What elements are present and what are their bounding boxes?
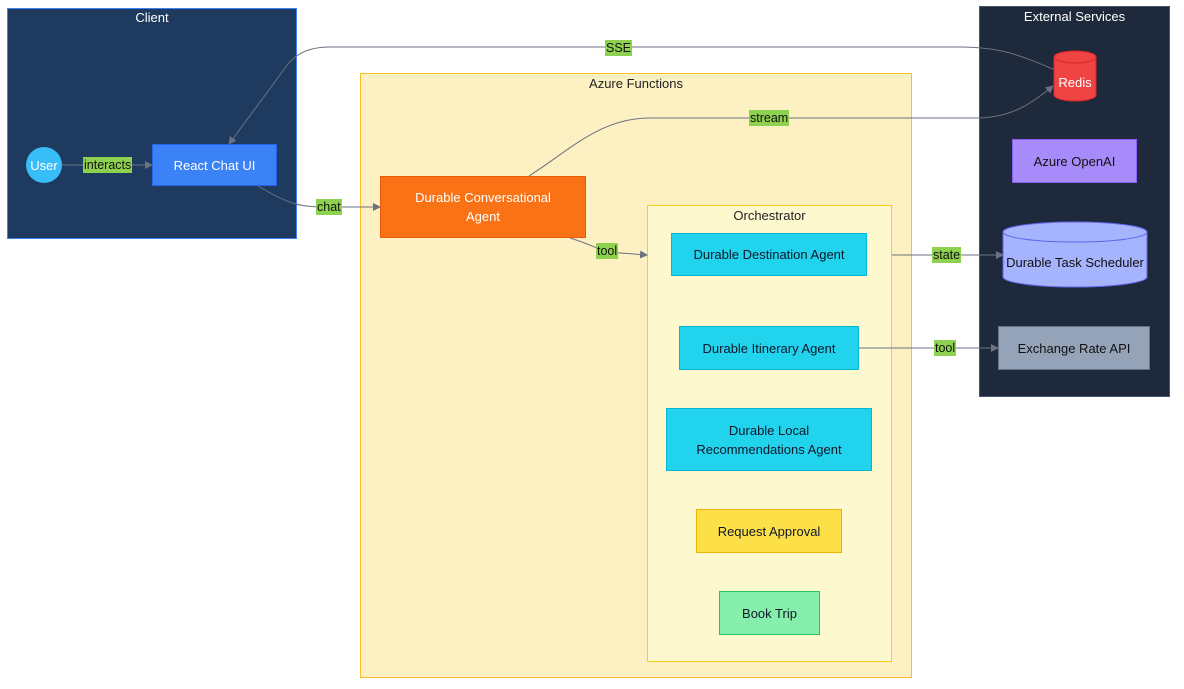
client-cluster-title: Client: [135, 10, 169, 25]
durable-conversational-agent-node: Durable Conversational Agent: [380, 176, 586, 238]
durable-task-scheduler-node: Durable Task Scheduler: [1002, 236, 1148, 288]
edge-label-tool-exchange: tool: [934, 340, 957, 356]
durable-local-recommendations-agent-label: Durable Local Recommendations Agent: [696, 422, 842, 457]
durable-itinerary-agent-node: Durable Itinerary Agent: [679, 326, 859, 370]
azure-openai-label: Azure OpenAI: [1033, 153, 1116, 169]
edge-label-state: state: [932, 247, 962, 263]
edge-label-chat: chat: [316, 199, 342, 215]
book-trip-node: Book Trip: [719, 591, 820, 635]
user-node: User: [26, 147, 62, 183]
exchange-rate-api-label: Exchange Rate API: [1017, 340, 1131, 356]
edge-stream: [528, 85, 1054, 177]
edge-sse: [228, 46, 1056, 145]
durable-task-scheduler-cylinder: [1002, 221, 1148, 288]
durable-task-scheduler-label: Durable Task Scheduler: [1006, 254, 1144, 270]
edge-label-interacts: interacts: [83, 157, 133, 173]
user-label: User: [30, 157, 58, 173]
durable-destination-agent-node: Durable Destination Agent: [671, 233, 867, 276]
request-approval-label: Request Approval: [717, 523, 821, 539]
edge-label-tool-orchestrator: tool: [596, 243, 619, 259]
redis-cylinder: [1053, 50, 1097, 102]
durable-local-recommendations-agent-node: Durable Local Recommendations Agent: [666, 408, 872, 471]
durable-destination-agent-label: Durable Destination Agent: [693, 247, 845, 262]
edge-label-stream: stream: [749, 110, 790, 126]
orchestrator-cluster-title: Orchestrator: [733, 208, 806, 223]
redis-node: Redis: [1052, 62, 1098, 102]
exchange-rate-api-node: Exchange Rate API: [998, 326, 1150, 370]
azure-functions-cluster-title: Azure Functions: [589, 76, 683, 91]
durable-conversational-agent-label: Durable Conversational Agent: [415, 190, 551, 224]
book-trip-label: Book Trip: [742, 605, 797, 621]
external-services-cluster-title: External Services: [1023, 9, 1126, 24]
redis-label: Redis: [1058, 74, 1092, 90]
request-approval-node: Request Approval: [696, 509, 842, 553]
react-chat-ui-node: React Chat UI: [152, 144, 277, 186]
edge-label-sse: SSE: [605, 40, 633, 56]
client-cluster: Client: [7, 8, 297, 239]
azure-openai-node: Azure OpenAI: [1012, 139, 1137, 183]
react-chat-ui-label: React Chat UI: [173, 157, 256, 173]
durable-itinerary-agent-label: Durable Itinerary Agent: [702, 340, 836, 356]
